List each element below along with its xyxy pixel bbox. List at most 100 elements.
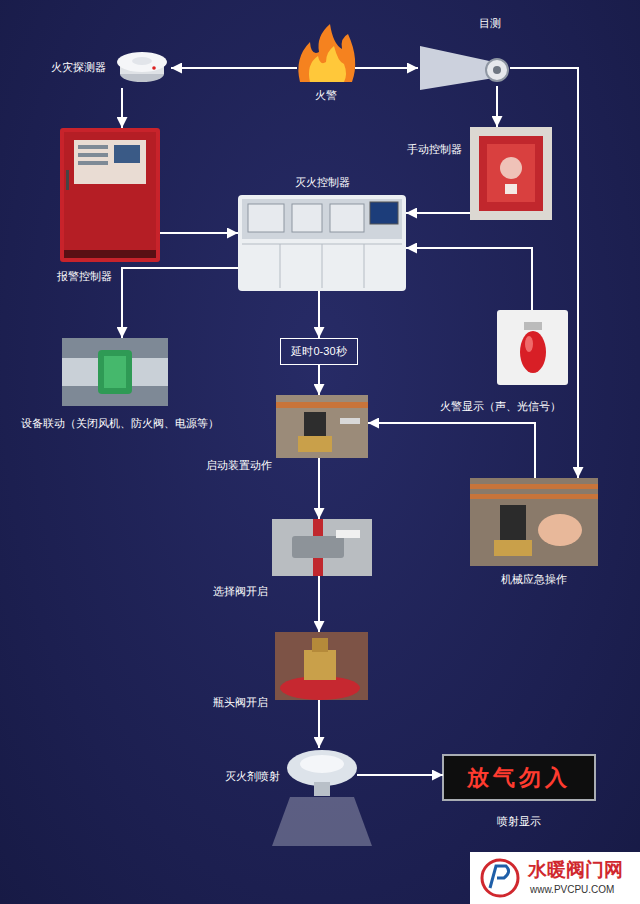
alarm-controller-cabinet-part [66, 170, 69, 190]
flow-arrow [121, 88, 123, 128]
discharge-display-panel-part [443, 755, 595, 800]
bottle-valve-photo [275, 632, 368, 700]
manual-controller-box-part [487, 144, 535, 202]
mechanical-emergency-photo-part [494, 540, 532, 556]
flow-arrow [357, 774, 443, 776]
illustrated-step: 目测 [418, 44, 510, 86]
flow-arrow [318, 291, 320, 338]
watermark-ground-part [482, 860, 518, 896]
extinguishing-control-console-part [292, 204, 322, 232]
alarm-display-photo-part [524, 322, 542, 330]
alarm-display-photo-part [520, 331, 546, 373]
step-label: 选择阀开启 [213, 585, 268, 599]
illustrated-step: 灭火控制器 [238, 195, 406, 291]
extinguishing-control-console-part [370, 202, 398, 224]
illustrated-step: 机械应急操作 [470, 478, 598, 566]
nozzle-icon [272, 750, 372, 846]
watermark-ground [470, 852, 640, 904]
step-label: 机械应急操作 [501, 573, 567, 587]
flow-arrow [318, 458, 320, 519]
manual-controller-box-part [500, 157, 522, 179]
alarm-controller-cabinet-part [74, 140, 146, 184]
alarm-controller-cabinet-part [78, 145, 108, 149]
process-box: 延时0-30秒 [280, 338, 358, 365]
step-label: 瓶头阀开启 [213, 696, 268, 710]
illustrated-step: 灭火剂喷射 [287, 748, 357, 792]
illustrated-step: 火警 [297, 28, 355, 82]
step-label: 火警 [315, 89, 337, 103]
extinguishing-control-console-part [242, 244, 402, 245]
mechanical-emergency-photo-part [538, 514, 582, 546]
equipment-linkage-photo-part [98, 350, 132, 394]
flow-arrow [368, 423, 535, 478]
flow-arrow [318, 576, 320, 632]
extinguishing-control-console-part [238, 195, 406, 291]
extinguishing-control-console-part [242, 199, 402, 239]
alarm-controller-cabinet-part [114, 145, 140, 163]
selector-valve-photo-part [272, 519, 372, 576]
flow-arrow [510, 68, 578, 478]
mechanical-emergency-photo-part [470, 484, 598, 489]
eye-view-icon [420, 46, 508, 90]
smoke-detector-icon-part [117, 52, 167, 72]
illustrated-step: 选择阀开启 [272, 519, 372, 576]
box-text: 延时0-30秒 [291, 345, 346, 359]
flow-arrow [318, 700, 320, 748]
mechanical-emergency-photo-part [470, 478, 598, 566]
illustrated-step: 火灾探测器 [113, 48, 171, 88]
extinguishing-control-console-part [322, 244, 323, 288]
extinguishing-control-console-part [330, 204, 364, 232]
illustrated-step: 报警控制器 [60, 128, 160, 262]
manual-controller-box-part [505, 184, 517, 194]
mechanical-emergency-photo-part [470, 494, 598, 499]
alarm-display-photo-part [497, 310, 568, 385]
step-label: 喷射显示 [497, 815, 541, 829]
alarm-display-photo-part [525, 336, 533, 352]
manual-controller-box [470, 127, 552, 220]
flow-arrow [406, 248, 532, 310]
selector-valve-photo [272, 519, 372, 576]
nozzle-icon-part [287, 750, 357, 786]
watermark-ground-part [490, 866, 509, 888]
step-label: 启动装置动作 [206, 459, 272, 473]
eye-view-icon-part [420, 46, 494, 90]
step-label: 火灾探测器 [51, 61, 106, 75]
start-device-photo-part [276, 395, 368, 458]
mechanical-emergency-photo [470, 478, 598, 566]
alarm-display-photo [497, 310, 568, 385]
alarm-controller-cabinet-part [64, 250, 156, 258]
flame-icon-part [298, 24, 355, 82]
eye-view-icon-part [493, 66, 501, 74]
selector-valve-photo-part [336, 530, 360, 538]
illustrated-step: 瓶头阀开启 [275, 632, 368, 700]
step-label: 灭火剂喷射 [225, 770, 280, 784]
illustrated-step: 放气勿入喷射显示 [443, 755, 595, 800]
start-device-photo-part [304, 412, 326, 438]
nozzle-icon-part [272, 797, 372, 846]
start-device-photo-part [276, 402, 368, 408]
smoke-detector-icon-part [132, 57, 152, 65]
start-device-photo-part [340, 418, 360, 424]
flow-arrow [160, 232, 238, 234]
watermark-url: www.PVCPU.COM [530, 884, 614, 895]
flow-arrow [171, 67, 297, 69]
extinguishing-control-console-part [280, 244, 281, 288]
step-label: 报警控制器 [57, 270, 112, 284]
step-label: 火警显示（声、光信号） [440, 400, 561, 414]
nozzle-icon-part [314, 782, 330, 796]
alarm-controller-cabinet [60, 128, 160, 262]
equipment-linkage-photo [62, 338, 168, 406]
alarm-controller-cabinet-part [64, 132, 156, 258]
extinguishing-control-console [238, 195, 406, 291]
illustrated-step: 启动装置动作 [276, 395, 368, 458]
selector-valve-photo-part [292, 536, 344, 558]
step-label: 手动控制器 [407, 143, 462, 157]
eye-view-icon-part [486, 59, 508, 81]
flow-arrow [122, 268, 238, 338]
flow-arrow [496, 86, 498, 127]
illustrated-step: 火警显示（声、光信号） [497, 310, 568, 385]
watermark-name: 水暖阀门网 [528, 857, 623, 883]
illustrated-step: 设备联动（关闭风机、防火阀、电源等） [62, 338, 168, 406]
extinguishing-control-console-part [248, 204, 284, 232]
flame-icon-part [309, 46, 346, 82]
